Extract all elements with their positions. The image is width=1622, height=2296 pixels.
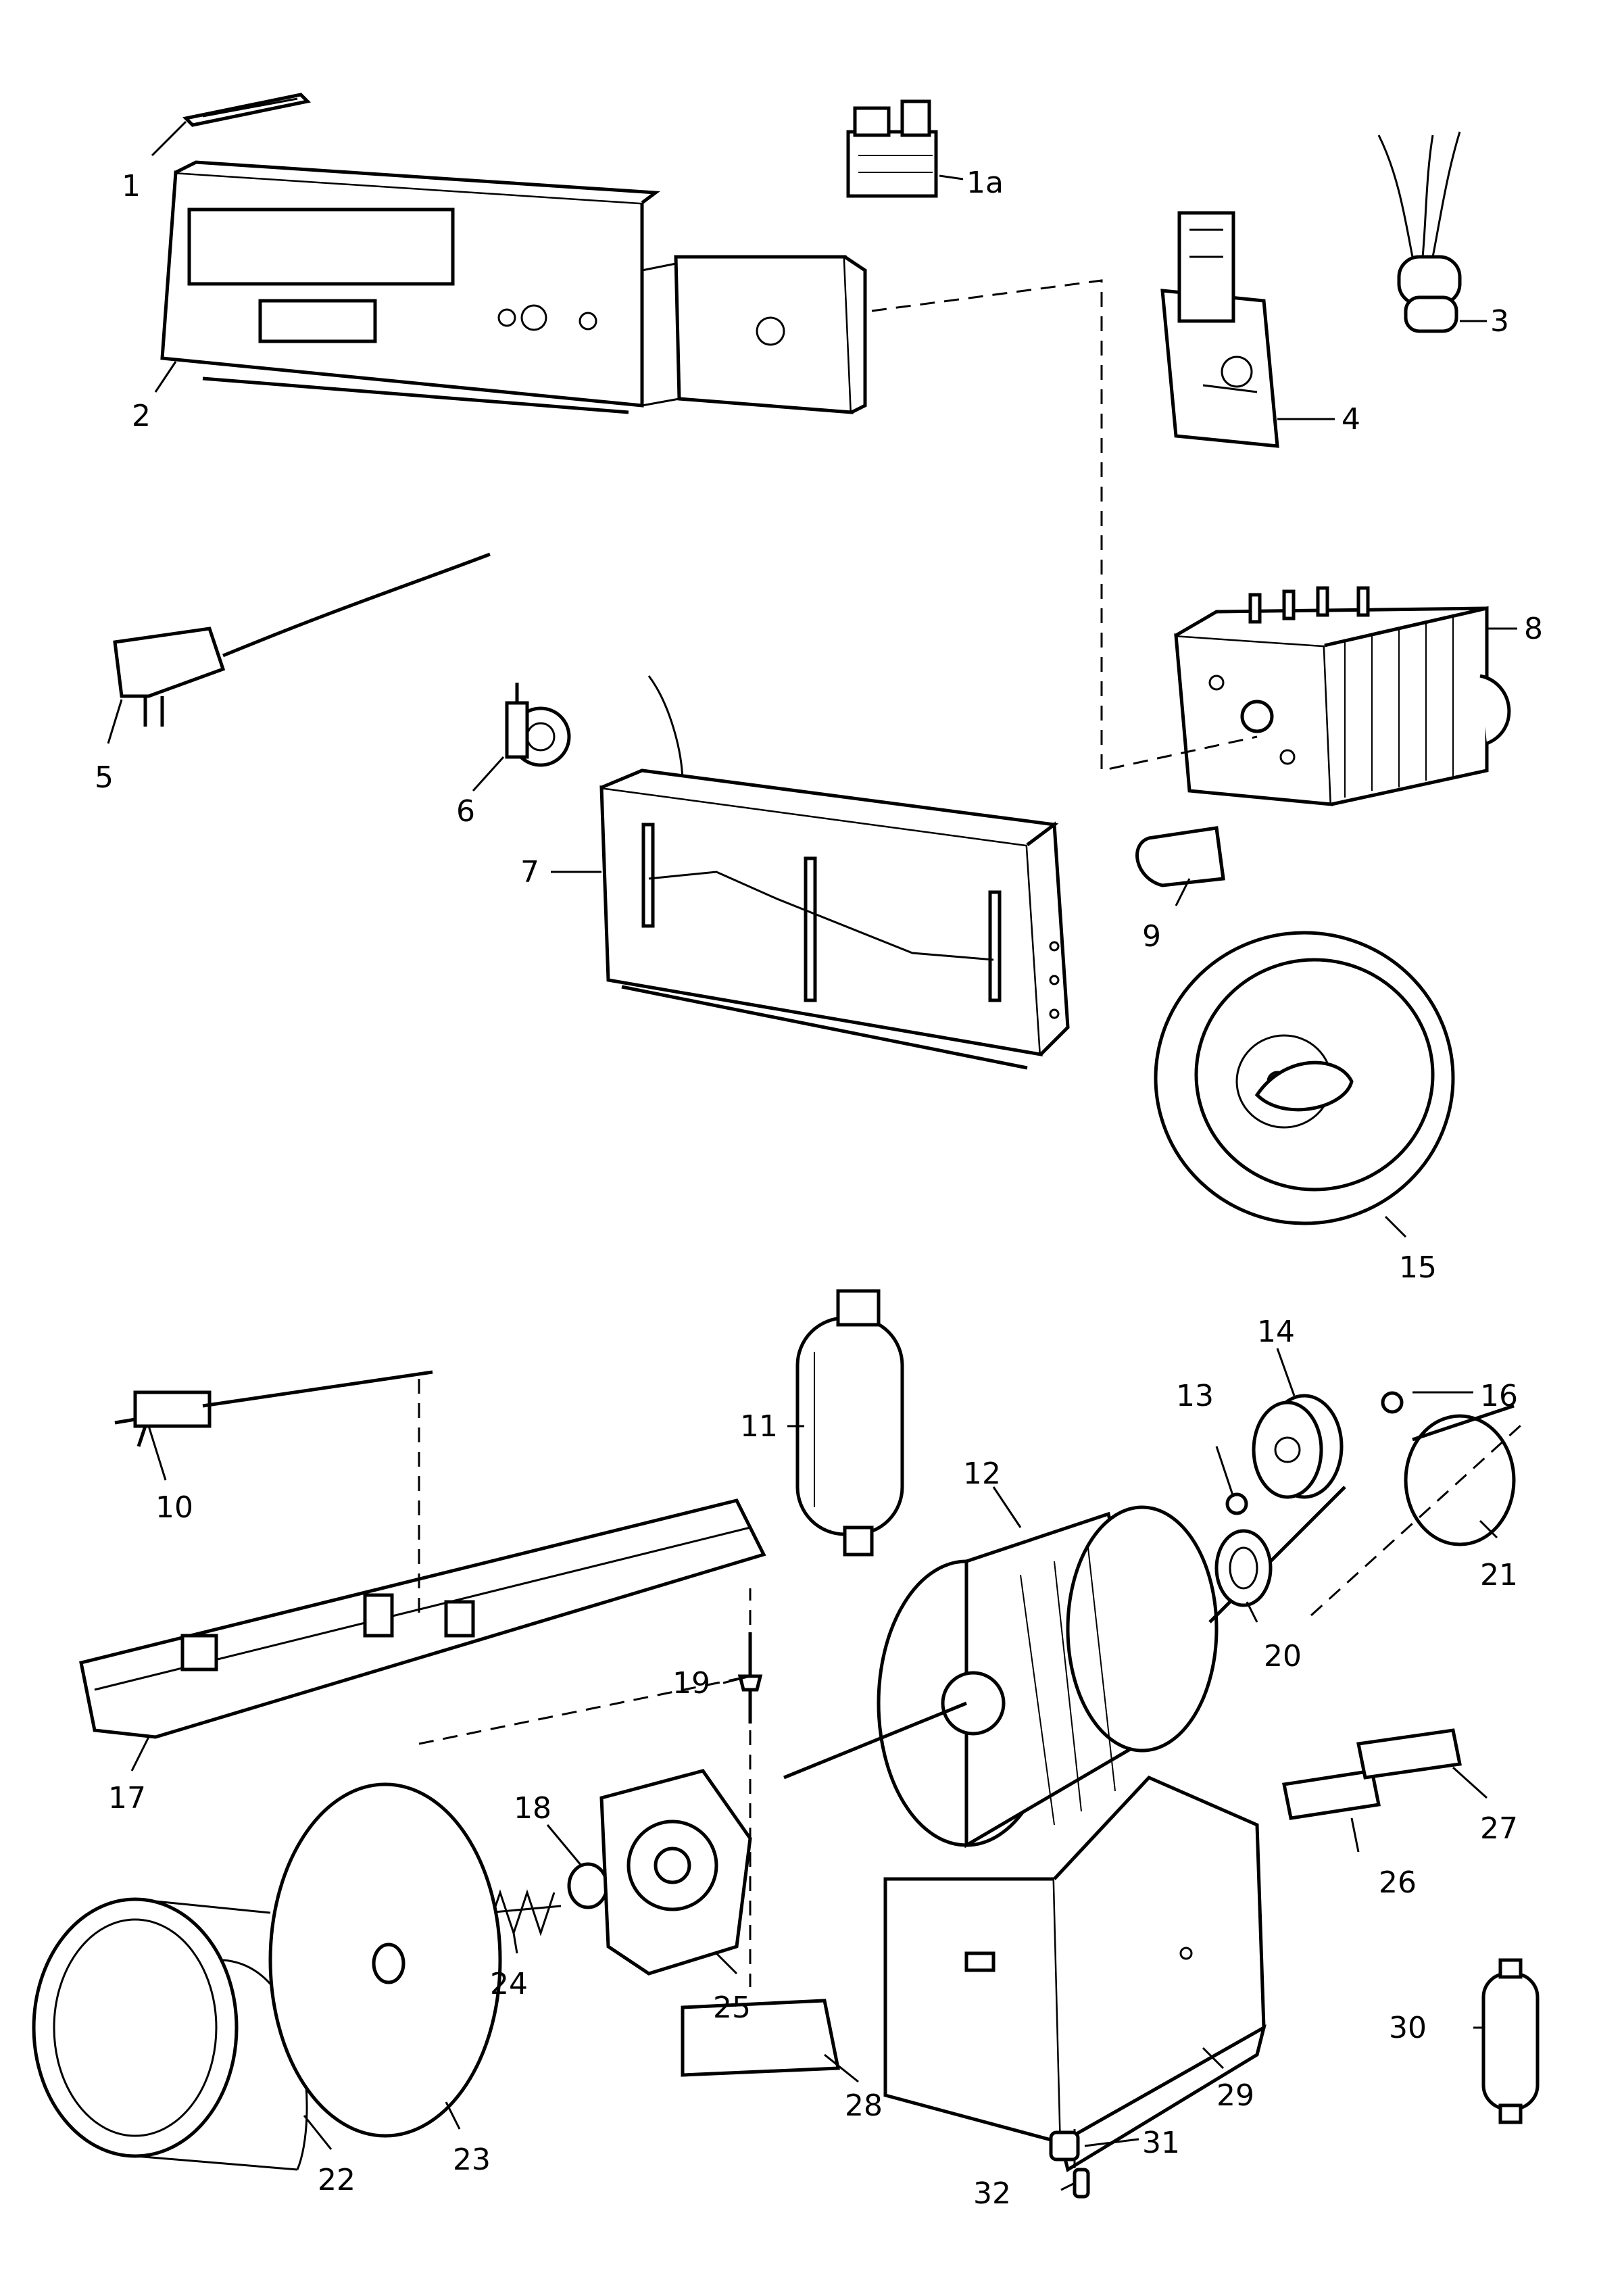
- label-part-26: 26: [1379, 1865, 1417, 1900]
- part-8-timer: [1174, 586, 1511, 806]
- part-1-nameplate: [182, 93, 312, 127]
- connection-line-timer-panel: [871, 279, 1258, 772]
- label-part-7: 7: [520, 855, 539, 889]
- part-27-terminal-block: [1356, 1728, 1462, 1780]
- label-part-8: 8: [1524, 612, 1543, 646]
- part-20-seal: [1214, 1529, 1273, 1607]
- part-32-screw: [1073, 2168, 1090, 2199]
- label-part-24: 24: [490, 1967, 528, 2001]
- label-part-18: 18: [514, 1791, 551, 1826]
- label-part-1a: 1a: [966, 166, 1004, 200]
- part-3-cord-clamp: [1377, 131, 1462, 333]
- part-2-control-bracket: [160, 160, 867, 414]
- label-part-19: 19: [672, 1666, 710, 1701]
- label-part-5: 5: [95, 760, 114, 795]
- part-21-idler: [1404, 1404, 1516, 1546]
- label-part-16: 16: [1480, 1379, 1518, 1413]
- part-4-switch-plate: [1160, 211, 1279, 448]
- label-part-10: 10: [155, 1490, 193, 1525]
- part-19-screw: [737, 1632, 763, 1724]
- part-18-bushing: [567, 1862, 609, 1909]
- label-part-2: 2: [132, 399, 151, 433]
- label-part-32: 32: [973, 2176, 1011, 2211]
- part-29-motor-mount: [883, 1776, 1267, 2172]
- label-part-25: 25: [713, 1990, 751, 2025]
- label-part-17: 17: [108, 1781, 146, 1815]
- label-part-21: 21: [1480, 1558, 1518, 1592]
- label-part-1: 1: [122, 169, 141, 203]
- label-part-29: 29: [1216, 2078, 1254, 2113]
- label-part-4: 4: [1342, 402, 1360, 437]
- part-12-motor: [783, 1486, 1346, 1849]
- leader-lines: [107, 120, 1517, 2191]
- part-7-heater-box: [599, 675, 1070, 1070]
- label-part-23: 23: [453, 2143, 491, 2177]
- part-6-thermostat: [505, 683, 571, 767]
- part-23-disc: [268, 1782, 502, 2138]
- label-part-28: 28: [845, 2089, 883, 2123]
- label-part-20: 20: [1264, 1639, 1302, 1674]
- part-26-terminal-block: [1282, 1769, 1381, 1820]
- part-10-lever-switch: [114, 1370, 433, 1447]
- part-17-base-plate: [79, 1498, 766, 1739]
- part-24-spring: [485, 1889, 562, 1936]
- part-9-clip: [1135, 826, 1225, 887]
- base-mount-line: [418, 1588, 752, 1745]
- label-part-9: 9: [1142, 919, 1161, 954]
- part-22-blower-drum: [32, 1897, 308, 2171]
- label-part-12: 12: [963, 1457, 1001, 1491]
- label-part-14: 14: [1257, 1315, 1295, 1349]
- part-16-nut: [1381, 1391, 1404, 1414]
- label-part-31: 31: [1142, 2126, 1180, 2160]
- label-part-6: 6: [456, 794, 475, 829]
- label-part-22: 22: [318, 2163, 355, 2197]
- label-part-11: 11: [740, 1409, 778, 1444]
- label-part-30: 30: [1389, 2011, 1427, 2045]
- part-14-pulley: [1252, 1394, 1344, 1499]
- label-part-13: 13: [1176, 1379, 1214, 1413]
- label-part-27: 27: [1480, 1811, 1518, 1846]
- label-part-15: 15: [1399, 1250, 1437, 1285]
- part-1a-switch: [846, 99, 938, 198]
- part-25-bearing-bracket: [599, 1769, 752, 1976]
- part-15-blower-wheel: [1154, 931, 1455, 1225]
- part-11-capacitor: [795, 1289, 904, 1557]
- label-part-3: 3: [1490, 304, 1509, 339]
- part-5-power-plug: [113, 552, 491, 727]
- part-13-washer: [1225, 1492, 1248, 1515]
- part-28-pad: [681, 1999, 841, 2077]
- part-30-capacitor: [1481, 1958, 1540, 2124]
- part-31-foot: [1049, 2130, 1080, 2161]
